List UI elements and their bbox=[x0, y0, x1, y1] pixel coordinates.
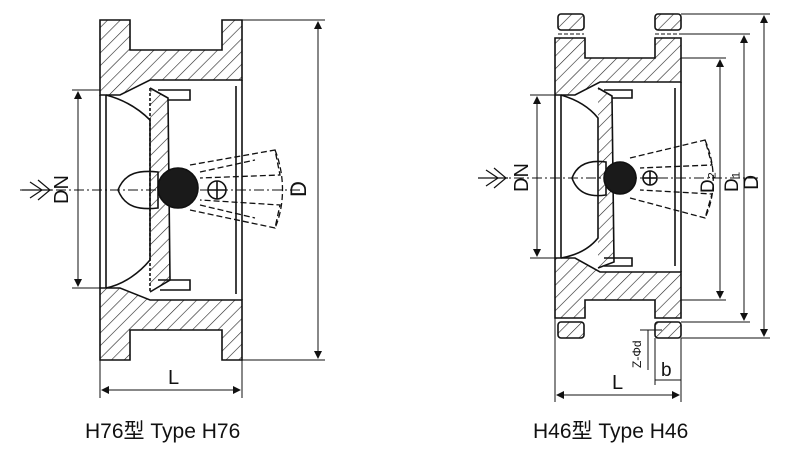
h46-ball bbox=[603, 161, 637, 195]
h76-drawing bbox=[20, 19, 325, 398]
h46-body-bottom bbox=[554, 257, 682, 319]
h76-l-label: L bbox=[168, 367, 179, 389]
h76-body-bottom bbox=[99, 287, 243, 361]
h46-b-label: b bbox=[661, 360, 672, 381]
h76-d-label: D bbox=[286, 181, 311, 197]
h46-caption: H46型 Type H46 bbox=[533, 420, 689, 443]
h46-body-top bbox=[554, 37, 682, 96]
h76-caption: H76型 Type H76 bbox=[85, 420, 241, 443]
h46-d-label: D bbox=[740, 175, 763, 190]
h46-d1-label: D₁ bbox=[722, 172, 743, 192]
h76-flow-arrow-icon bbox=[22, 179, 52, 201]
h46-l-label: L bbox=[612, 372, 623, 394]
h76-ball bbox=[157, 167, 199, 209]
h46-drawing bbox=[478, 13, 770, 402]
h46-flow-arrow-icon bbox=[478, 167, 508, 189]
h46-d2-label: D₂ bbox=[698, 172, 719, 193]
h46-dn-label: DN bbox=[511, 163, 533, 192]
h76-body-top bbox=[99, 19, 243, 96]
h46-holes-label: Z-Φd bbox=[630, 340, 644, 368]
h76-dn-label: DN bbox=[51, 175, 73, 204]
